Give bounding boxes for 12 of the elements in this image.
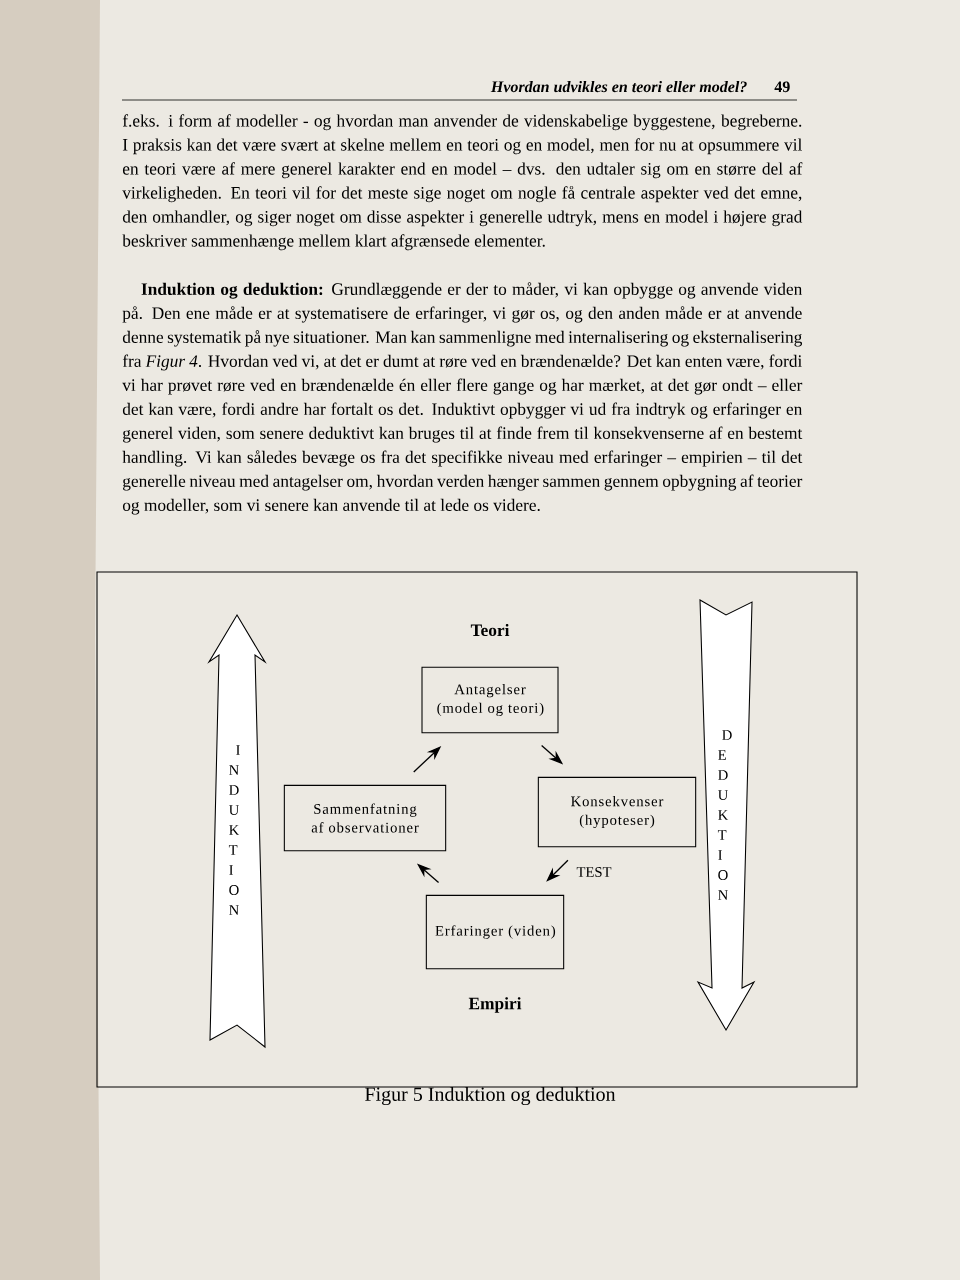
edge-label: TEST <box>576 867 612 877</box>
body-paragraph: Induktion og deduktion: Grundlæggende er der to måder, vi kan opbygge og anvende viden på. Den ene måde er at systematisere de erfaringer, vi gør os, og den anden måde er at anvende denne systematik på nye situationer. Man kan sammenligne med internalisering og eksternalisering fra Figur 4. Hvordan ved vi, at det er dumt at røre ved en brændenælde? Det kan enten være, fordi vi har prøvet røre ved en brændenælde én eller flere gange og har mærket, at det gør ondt – eller det kan være, fordi andre har fortalt os det. Induktivt opbygger vi ud fra indtryk og erfaringer en generel viden, som senere deduktivt kan bruges til at finde frem til konsekvenserne af en bestemt handling. Vi kan således bevæge os fra det specifikke niveau med erfaringer – empirien – til det generelle niveau med antagelser om, hvordan verden hænger sammen gennem opbygning af teorier og modeller, som vi senere kan anvende til at lede os videre. <box>122 282 803 515</box>
body-paragraph: f.eks. i form af modeller - og hvordan man anvender de videnskabelige byggestene, begreberne. I praksis kan det være svært at skelne mellem en teori og en model, men for nu at opsummere vil en teori være af mere generel karakter end en model – dvs. den udtaler sig om en større del af virkeligheden. En teori vil for det meste sige noget om nogle få centrale aspekter ved det emne, den omhandler, og siger noget om disse aspekter i generelle udtryk, mens en model i højere grad beskriver sammenhænge mellem klart afgrænsede elementer. <box>122 114 803 251</box>
process-box: Konsekvenser (hypoteser) <box>537 776 697 848</box>
running-head: Hvordan udvikles en teori eller model? <box>490 80 747 93</box>
figure-caption: Figur 5 Induktion og deduktion <box>365 1086 616 1106</box>
process-box: Erfaringer (viden) <box>425 894 565 970</box>
process-box: Sammenfatning af observationer <box>283 784 447 852</box>
process-box: Antagelser (model og teori) <box>421 666 559 734</box>
level-label: Empiri <box>468 997 522 1013</box>
page-number: 49 <box>774 81 790 93</box>
level-label: Teori <box>470 623 510 637</box>
